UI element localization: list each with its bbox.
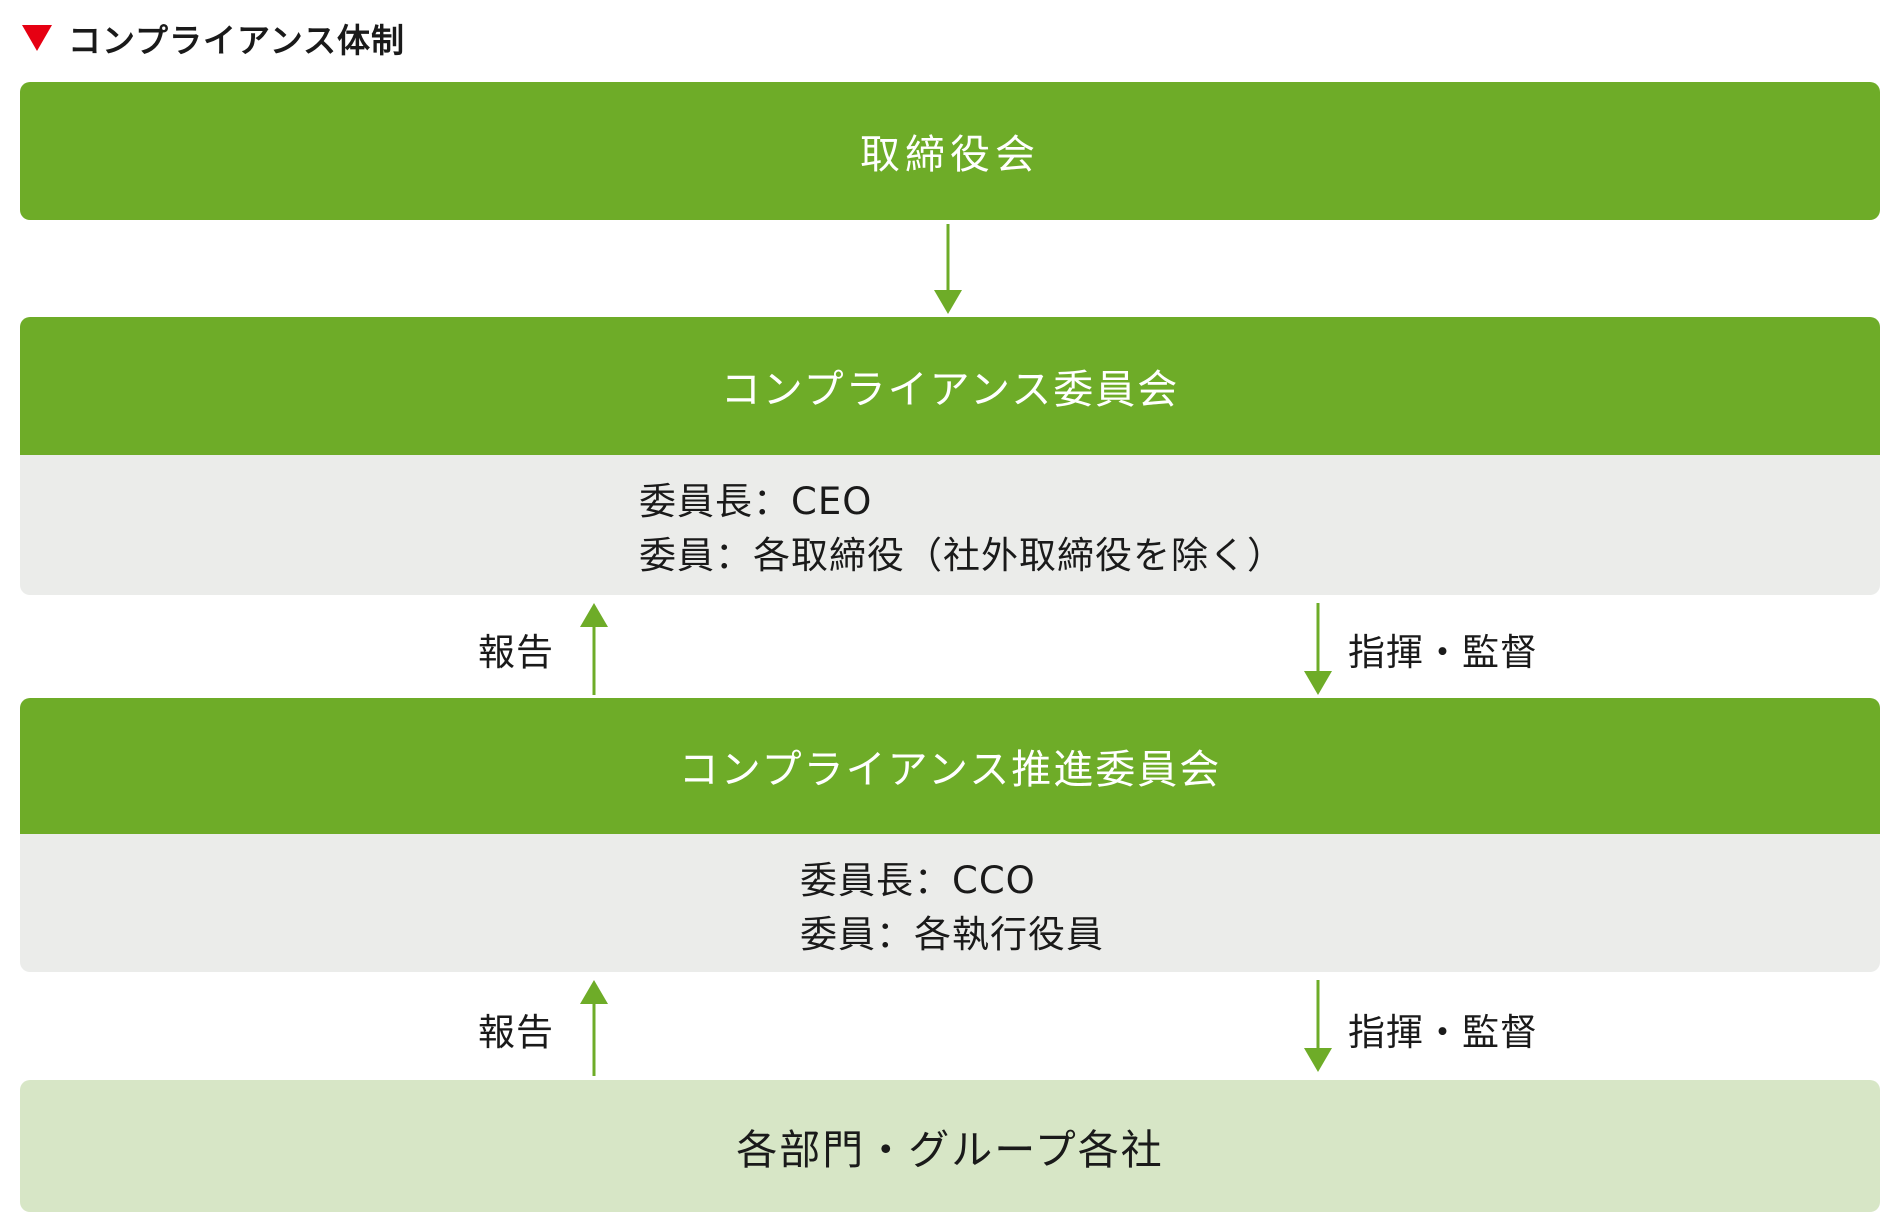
compliance-committee-chair: 委員長：CEO [639,480,873,523]
promotion-committee-chair: 委員長：CCO [800,859,1036,902]
board-title: 取締役会 [20,82,1880,220]
arrow-down-icon [1304,980,1332,1072]
departments-node: 各部門・グループ各社 [20,1080,1880,1212]
departments-title: 各部門・グループ各社 [736,1126,1164,1174]
arrow-down-icon [1304,603,1332,695]
direct-supervise-label: 指揮・監督 [1348,1011,1538,1054]
compliance-committee-members: 委員：各取締役（社外取締役を除く） [639,534,1285,577]
triangle-down-icon [22,25,52,51]
compliance-committee-node: コンプライアンス委員会 委員長：CEO 委員：各取締役（社外取締役を除く） [20,317,1880,595]
page-title: コンプライアンス体制 [68,21,406,60]
promotion-committee-members: 委員：各執行役員 [800,913,1104,956]
compliance-committee-details: 委員長：CEO 委員：各取締役（社外取締役を除く） [20,455,1880,595]
report-label: 報告 [478,631,554,674]
arrow-up-icon [580,980,608,1076]
report-label: 報告 [478,1011,554,1054]
promotion-committee-node: コンプライアンス推進委員会 委員長：CCO 委員：各執行役員 [20,698,1880,972]
direct-supervise-label: 指揮・監督 [1348,631,1538,674]
arrow-down-icon [934,224,962,314]
promotion-committee-title: コンプライアンス推進委員会 [20,698,1880,834]
section-heading: コンプライアンス体制 [22,14,405,62]
compliance-committee-title: コンプライアンス委員会 [20,317,1880,455]
arrow-up-icon [580,603,608,695]
promotion-committee-details: 委員長：CCO 委員：各執行役員 [20,834,1880,972]
board-node: 取締役会 [20,82,1880,220]
